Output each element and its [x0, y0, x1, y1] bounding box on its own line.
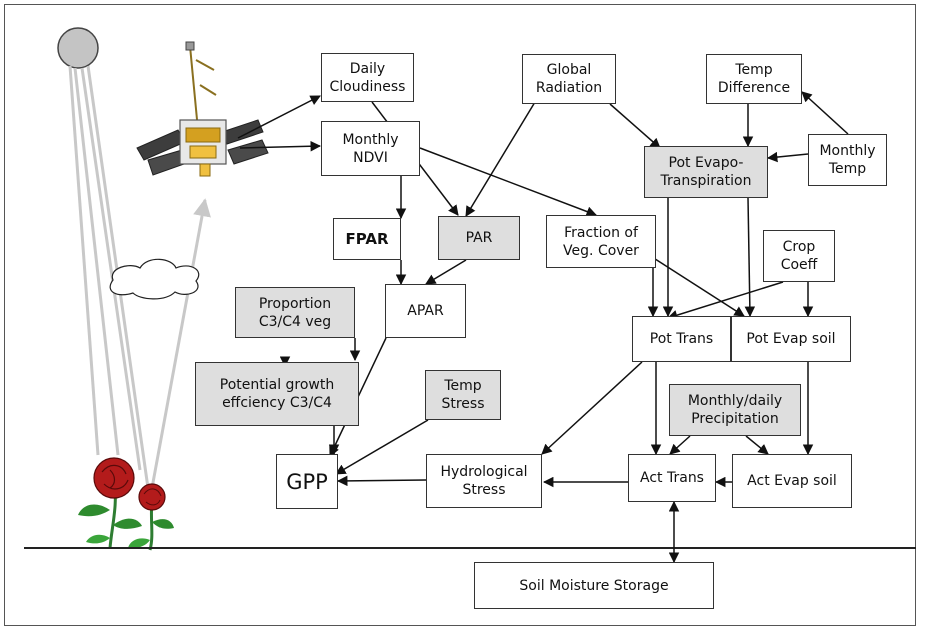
- node-global-radiation: Global Radiation: [522, 54, 616, 104]
- node-monthly-daily-precip: Monthly/daily Precipitation: [669, 384, 801, 436]
- node-gpp: GPP: [276, 454, 338, 509]
- node-potential-growth: Potential growth effciency C3/C4: [195, 362, 359, 426]
- node-monthly-ndvi: Monthly NDVI: [321, 121, 420, 176]
- node-monthly-temp: Monthly Temp: [808, 134, 887, 186]
- node-crop-coeff: Crop Coeff: [763, 230, 835, 282]
- node-soil-moisture-storage: Soil Moisture Storage: [474, 562, 714, 609]
- node-pot-evapotranspiration: Pot Evapo- Transpiration: [644, 146, 768, 198]
- satellite-icon: [136, 41, 269, 177]
- flow-arrows: [237, 91, 849, 564]
- node-temp-difference: Temp Difference: [706, 54, 802, 104]
- cloud-icon: [109, 258, 200, 300]
- sun-icon: [57, 27, 99, 69]
- node-temp-stress: Temp Stress: [425, 370, 501, 420]
- diagram-frame: [4, 4, 916, 626]
- node-pot-evap-soil: Pot Evap soil: [731, 316, 851, 362]
- node-fpar: FPAR: [333, 218, 401, 260]
- node-fraction-veg-cover: Fraction of Veg. Cover: [546, 215, 656, 268]
- node-proportion-c3c4: Proportion C3/C4 veg: [235, 287, 355, 338]
- node-apar: APAR: [385, 284, 466, 338]
- node-pot-trans: Pot Trans: [632, 316, 731, 362]
- node-act-trans: Act Trans: [628, 454, 716, 502]
- node-daily-cloudiness: Daily Cloudiness: [321, 53, 414, 102]
- rose-plant-icon: [78, 457, 174, 551]
- node-par: PAR: [438, 216, 520, 260]
- node-act-evap-soil: Act Evap soil: [732, 454, 852, 508]
- node-hydrological-stress: Hydrological Stress: [426, 454, 542, 508]
